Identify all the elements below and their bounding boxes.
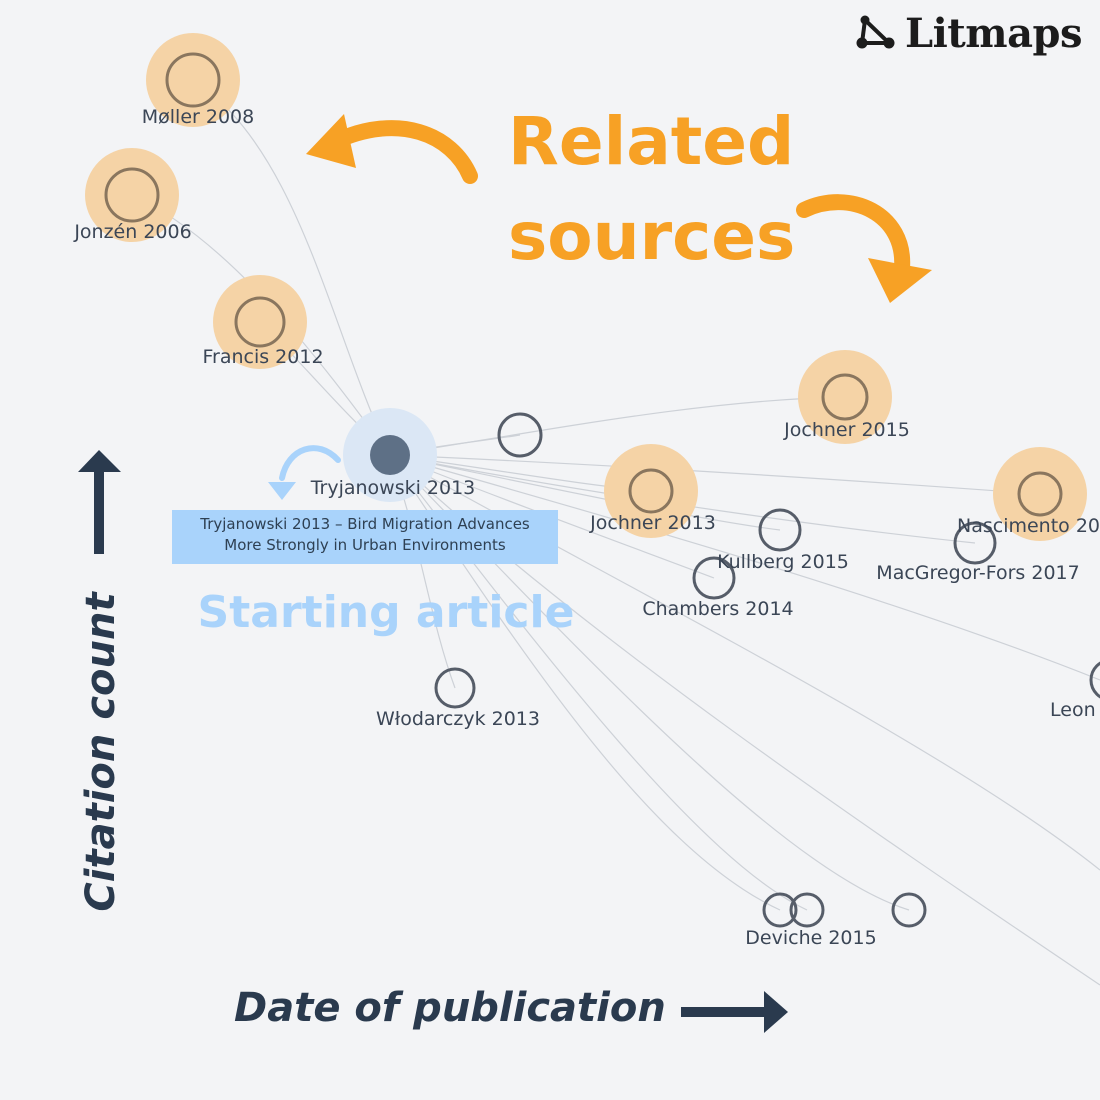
node-francis[interactable] xyxy=(234,296,286,348)
x-axis-arrow-icon xyxy=(681,991,788,1033)
node-jochner1[interactable] xyxy=(821,373,869,421)
halo-moller xyxy=(146,33,240,127)
node-deviche-a[interactable] xyxy=(762,892,798,928)
tooltip-line2: More Strongly in Urban Environments xyxy=(224,536,506,554)
node-wlodarczyk[interactable] xyxy=(434,667,476,709)
related-highlights xyxy=(85,33,1087,541)
starting-article-label: Starting article xyxy=(198,587,575,638)
orange-arrow-left-icon xyxy=(306,114,478,184)
halo-nascimento xyxy=(993,447,1087,541)
node-unlabeled-1[interactable] xyxy=(497,412,543,458)
y-axis-arrow-icon xyxy=(78,450,121,554)
label-chambers: Chambers 2014 xyxy=(642,598,793,620)
node-macgregor[interactable] xyxy=(953,521,997,565)
label-francis: Francis 2012 xyxy=(202,346,323,368)
related-label-line1: Related xyxy=(508,103,794,180)
label-leon: Leon xyxy=(1050,699,1096,721)
node-chambers[interactable] xyxy=(692,556,736,600)
label-macgregor: MacGregor-Fors 2017 xyxy=(876,562,1079,584)
blue-return-arrow-icon xyxy=(268,445,341,500)
node-nascimento[interactable] xyxy=(1017,471,1063,517)
halo-jochner2 xyxy=(604,444,698,538)
related-label-line2: sources xyxy=(508,198,795,275)
halo-jonzen xyxy=(85,148,179,242)
node-kullberg[interactable] xyxy=(758,508,802,552)
label-moller: Møller 2008 xyxy=(142,106,254,128)
edge-leon xyxy=(389,454,1100,681)
node-jochner2[interactable] xyxy=(628,468,674,514)
paper-tooltip: Tryjanowski 2013 – Bird Migration Advanc… xyxy=(172,510,558,564)
x-axis-title: Date of publication xyxy=(234,985,666,1031)
label-wlodarczyk: Włodarczyk 2013 xyxy=(376,708,540,730)
halo-francis xyxy=(213,275,307,369)
tooltip-line1: Tryjanowski 2013 – Bird Migration Advanc… xyxy=(200,515,530,533)
node-unlabeled-2[interactable] xyxy=(891,892,927,928)
label-jonzen: Jonzén 2006 xyxy=(73,221,191,243)
halo-jochner1 xyxy=(798,350,892,444)
node-tryjanowski[interactable] xyxy=(370,435,410,475)
label-jochner2: Jochner 2013 xyxy=(589,512,716,534)
label-kullberg: Kullberg 2015 xyxy=(717,551,849,573)
label-deviche: Deviche 2015 xyxy=(745,927,876,949)
paper-nodes xyxy=(104,52,1100,928)
node-leon[interactable] xyxy=(1089,660,1100,700)
brand-name: Litmaps xyxy=(904,9,1083,57)
litmaps-logo-icon xyxy=(856,15,895,49)
orange-arrow-down-icon xyxy=(796,194,932,303)
brand-logo: Litmaps xyxy=(855,8,1083,58)
node-deviche-b[interactable] xyxy=(789,892,825,928)
label-jochner1: Jochner 2015 xyxy=(783,419,910,441)
edge-jochner1 xyxy=(389,396,846,456)
y-axis-title: Citation count xyxy=(78,591,124,912)
edge-nascimento xyxy=(389,454,1041,495)
label-nascimento: Nascimento 20 xyxy=(957,515,1100,537)
node-jonzen[interactable] xyxy=(104,167,160,223)
node-moller[interactable] xyxy=(165,52,221,108)
edge-moller xyxy=(192,79,391,456)
edge-macgregor xyxy=(389,454,976,544)
label-tryjanowski: Tryjanowski 2013 xyxy=(310,477,476,499)
edge-chambers xyxy=(389,454,715,579)
